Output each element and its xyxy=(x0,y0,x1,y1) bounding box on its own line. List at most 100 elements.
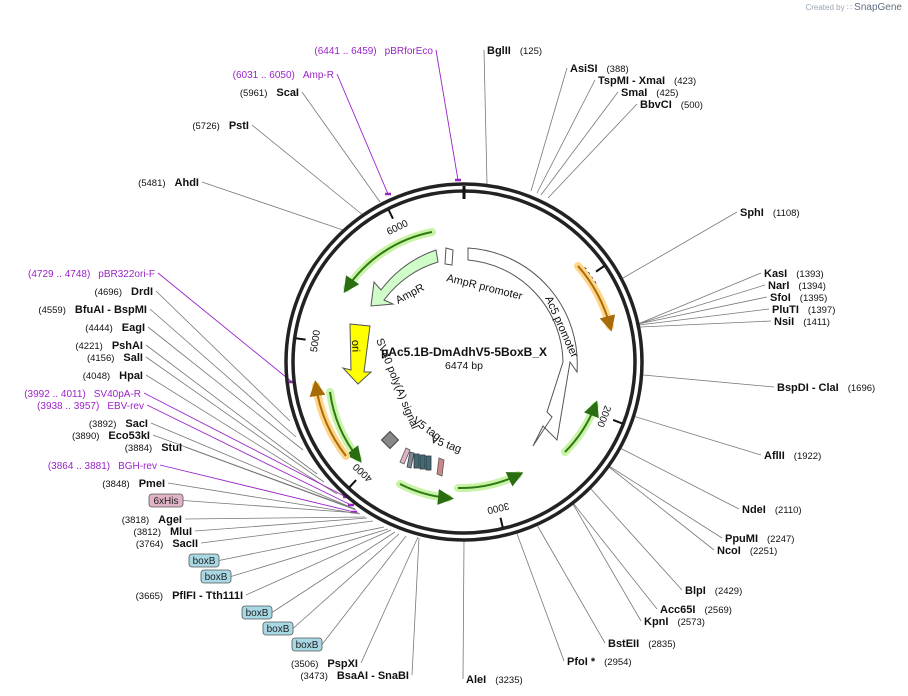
enzyme-name: NdeI xyxy=(742,504,766,516)
enzyme-pspxi[interactable]: (3506)PspXI xyxy=(291,658,358,670)
enzyme-name: TspMI - XmaI xyxy=(598,75,665,87)
site-labels: BglII(125) AsiSI (388)TspMI - XmaI(423)Sma… xyxy=(24,45,875,686)
ampr-label: AmpR xyxy=(394,282,427,307)
enzyme-name: DrdI xyxy=(131,286,153,298)
enzyme-name: SalI xyxy=(123,352,143,364)
leader-alei xyxy=(462,539,465,680)
leader-scai xyxy=(301,91,381,203)
enzyme-bbvci[interactable]: BbvCI(500) xyxy=(640,99,703,111)
enzyme-tspmi-xmai[interactable]: TspMI - XmaI(423) xyxy=(598,75,696,87)
enzyme-aflii[interactable]: AflII(1922) xyxy=(764,450,821,462)
enzyme-pluti[interactable]: PluTI(1397) xyxy=(772,304,835,316)
feature-tag-6xhis[interactable]: 6xHis xyxy=(148,493,184,508)
enzyme-name: AgeI xyxy=(158,514,182,526)
leader-drdi xyxy=(155,290,291,422)
enzyme-hpai[interactable]: (4048)HpaI xyxy=(83,370,143,382)
credit-brand: SnapGene xyxy=(854,2,902,13)
primer-leader-ebv-rev xyxy=(146,404,352,506)
feature-ampr: AmpR xyxy=(370,247,454,307)
feature-tag-boxb[interactable]: boxB xyxy=(291,637,323,652)
enzyme-stui[interactable]: (3884)StuI xyxy=(125,442,182,454)
enzyme-eco53ki[interactable]: (3890)Eco53kI xyxy=(72,430,150,442)
enzyme-name: AflII xyxy=(764,450,785,462)
feature-tag-boxb[interactable]: boxB xyxy=(262,621,294,636)
primer-position: (6441 .. 6459) xyxy=(314,46,376,57)
enzyme-scai[interactable]: (5961)ScaI xyxy=(240,87,299,99)
primer-amp-r[interactable]: (6031 .. 6050)Amp-R xyxy=(233,70,334,81)
enzyme-kpni[interactable]: KpnI(2573) xyxy=(644,616,705,628)
primer-sv40pa-r[interactable]: (3992 .. 4011)SV40pA-R xyxy=(24,389,141,400)
enzyme-agei[interactable]: (3818) AgeI xyxy=(122,514,182,526)
primer-pbr322ori-f[interactable]: (4729 .. 4748)pBR322ori-F xyxy=(28,269,155,280)
enzyme-saci[interactable]: (3892)SacI xyxy=(89,418,148,430)
feature-tag-label: boxB xyxy=(205,572,228,583)
enzyme-name: BlpI xyxy=(685,585,706,597)
primer-bgh-rev[interactable]: (3864 .. 3881)BGH-rev xyxy=(48,461,157,472)
enzyme-bfuai-bspmi[interactable]: (4559)BfuAI - BspMI xyxy=(38,304,147,316)
enzyme-asisi[interactable]: AsiSI (388) xyxy=(570,63,629,75)
feature-tag-box xyxy=(188,553,220,568)
primer-position: (3992 .. 4011) xyxy=(24,389,86,400)
enzyme-bsaai-snabi[interactable]: (3473)BsaAI - SnaBI xyxy=(300,670,409,682)
leader-smai xyxy=(540,91,619,196)
enzyme-mlui[interactable]: (3812)MluI xyxy=(134,526,192,538)
enzyme-pfoi[interactable]: PfoI *(2954) xyxy=(567,656,632,668)
leader-sfoi xyxy=(637,296,768,325)
enzyme-ndei[interactable]: NdeI (2110) xyxy=(742,504,802,516)
enzyme-bglii[interactable]: BglII(125) xyxy=(487,45,542,57)
feature-tag-boxb[interactable]: boxB xyxy=(200,569,232,584)
ori-label: ori xyxy=(349,340,361,353)
enzyme-position: (4221) xyxy=(75,341,102,352)
enzyme-position: (2110) xyxy=(775,505,802,516)
enzyme-psti[interactable]: (5726)PstI xyxy=(192,120,249,132)
enzyme-name: SacI xyxy=(125,418,148,430)
enzyme-name: PluTI xyxy=(772,304,799,316)
enzyme-position: (3848) xyxy=(102,479,129,490)
enzyme-ahdi[interactable]: (5481)AhdI xyxy=(138,177,199,189)
enzyme-eagi[interactable]: (4444)EagI xyxy=(85,322,145,334)
enzyme-pshai[interactable]: (4221) PshAI xyxy=(75,340,143,352)
enzyme-kasi[interactable]: KasI(1393) xyxy=(764,268,824,280)
enzyme-position: (2835) xyxy=(648,639,675,650)
enzyme-sali[interactable]: (4156)SalI xyxy=(87,352,143,364)
enzyme-position: (388) xyxy=(607,64,629,75)
enzyme-name: Eco53kI xyxy=(108,430,150,442)
enzyme-bspdi-clai[interactable]: BspDI - ClaI(1696) xyxy=(777,382,875,394)
enzyme-acc65i[interactable]: Acc65I(2569) xyxy=(660,604,732,616)
enzyme-position: (1108) xyxy=(773,208,800,219)
enzyme-alei[interactable]: AleI(3235) xyxy=(466,674,523,686)
feature-leader-6xhis-0 xyxy=(182,500,360,514)
leader-ncoi xyxy=(608,466,715,551)
enzyme-smai[interactable]: SmaI(425) xyxy=(621,87,678,99)
enzyme-blpi[interactable]: BlpI(2429) xyxy=(685,585,742,597)
leader-blpi xyxy=(589,487,683,591)
enzyme-nari[interactable]: NarI(1394) xyxy=(768,280,826,292)
feature-tag-boxb[interactable]: boxB xyxy=(241,605,273,620)
enzyme-drdi[interactable]: (4696)DrdI xyxy=(95,286,153,298)
snapgene-logo-icon: ∷ xyxy=(846,3,852,12)
leader-pmei xyxy=(167,482,361,515)
enzyme-sphi[interactable]: SphI(1108) xyxy=(740,207,800,219)
enzyme-bsteii[interactable]: BstEII(2835) xyxy=(608,638,676,650)
enzyme-name: AsiSI xyxy=(570,63,598,75)
enzyme-name: PmeI xyxy=(139,478,165,490)
enzyme-name: PshAI xyxy=(112,340,143,352)
primer-pbrforeco[interactable]: (6441 .. 6459) pBRforEco xyxy=(314,46,433,57)
enzyme-sfoi[interactable]: SfoI(1395) xyxy=(770,292,827,304)
tick-label-6000: 6000 xyxy=(385,218,410,238)
primer-name: pBRforEco xyxy=(385,46,434,57)
feature-tag-boxb[interactable]: boxB xyxy=(188,553,220,568)
enzyme-pmei[interactable]: (3848) PmeI xyxy=(102,478,165,490)
enzyme-position: (3818) xyxy=(122,515,149,526)
enzyme-pflfi-tth111i[interactable]: (3665)PflFI - Tth111I xyxy=(136,590,243,602)
primer-position: (6031 .. 6050) xyxy=(233,70,295,81)
enzyme-sacii[interactable]: (3764)SacII xyxy=(136,538,198,550)
primer-name: pBR322ori-F xyxy=(98,269,155,280)
enzyme-name: PstI xyxy=(229,120,249,132)
primer-ebv-rev[interactable]: (3938 .. 3957)EBV-rev xyxy=(37,401,144,412)
enzyme-name: BspDI - ClaI xyxy=(777,382,839,394)
leader-bspdi-clai xyxy=(642,374,775,388)
enzyme-ppumi[interactable]: PpuMI(2247) xyxy=(725,533,794,545)
enzyme-nsii[interactable]: NsiI(1411) xyxy=(774,316,830,328)
enzyme-ncoi[interactable]: NcoI(2251) xyxy=(717,545,777,557)
